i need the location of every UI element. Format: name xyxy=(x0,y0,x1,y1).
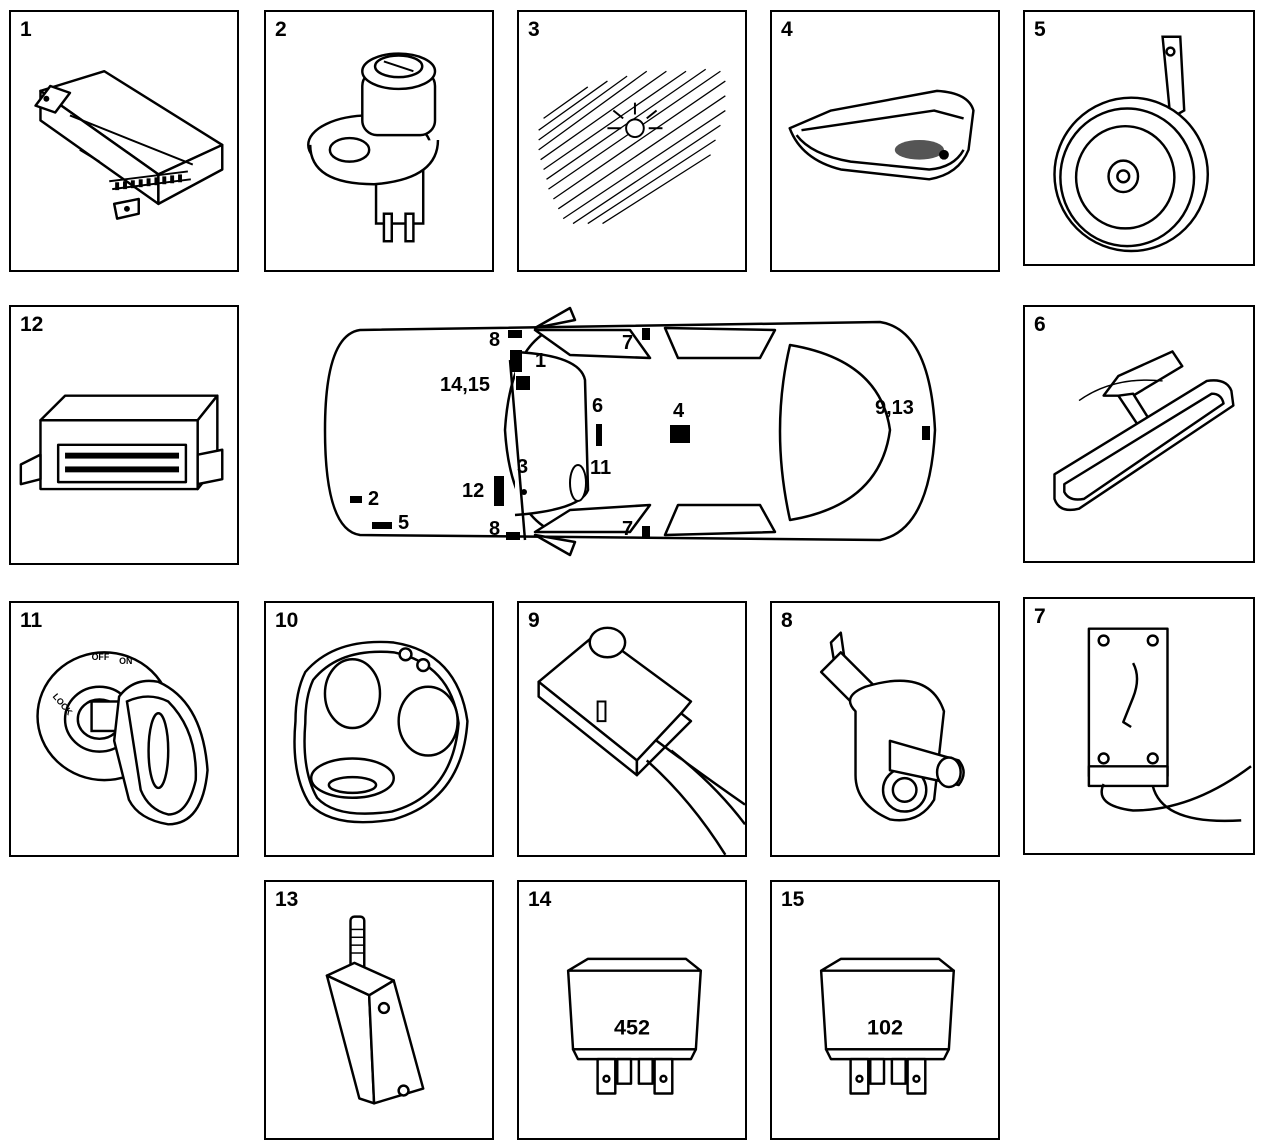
car-location-label: 4 xyxy=(673,400,685,422)
panel-number: 14 xyxy=(528,888,552,911)
panel-10-remote-handset: 10 xyxy=(264,601,494,857)
panel-2-switch: 2 xyxy=(264,10,494,272)
car-location-label: 8 xyxy=(489,518,501,540)
panel-number: 9 xyxy=(528,609,540,632)
car-location-label: 2 xyxy=(368,488,380,510)
car-location-label: 5 xyxy=(398,512,410,534)
lamp-drawing xyxy=(538,68,726,225)
car-location-label: 7 xyxy=(622,332,634,354)
panel-number: 7 xyxy=(1034,605,1046,628)
car-location-label: 9,13 xyxy=(875,397,914,419)
panel-12-control-unit: 12 xyxy=(9,305,239,565)
car-location-diagram xyxy=(323,306,937,557)
relay-452-drawing: 452 xyxy=(566,957,703,1095)
remote-handset-drawing xyxy=(293,640,469,824)
relay-102-drawing: 102 xyxy=(819,957,956,1095)
panel-3-lamp: 3 xyxy=(517,10,747,272)
car-location-label: 1 xyxy=(535,350,547,372)
panel-13-boot-switch: 13 xyxy=(264,880,494,1140)
panel-number: 1 xyxy=(20,18,32,41)
switch-9-drawing xyxy=(537,626,745,855)
panel-number: 5 xyxy=(1034,18,1046,41)
panel-15-relay: 15 102 xyxy=(770,880,1000,1140)
car-location-label: 11 xyxy=(590,457,612,479)
panel-4-interior-lamp: 4 xyxy=(770,10,1000,272)
panel-number: 15 xyxy=(781,888,805,911)
panel-14-relay: 14 452 xyxy=(517,880,747,1140)
car-location-label: 6 xyxy=(592,395,604,417)
panel-9-switch: 9 xyxy=(517,601,747,857)
car-location-label: 7 xyxy=(622,518,634,540)
panel-number: 11 xyxy=(20,609,43,632)
ignition-on-text: ON xyxy=(119,656,132,666)
panel-8-door-switch: 8 xyxy=(770,601,1000,857)
control-module-drawing xyxy=(34,70,224,220)
horn-drawing xyxy=(1053,35,1210,253)
door-lock-drawing xyxy=(1087,627,1252,823)
door-switch-drawing xyxy=(819,631,965,822)
switch-drawing xyxy=(307,52,440,243)
ignition-off-text: OFF xyxy=(92,652,110,662)
panel-number: 8 xyxy=(781,609,793,632)
panel-number: 6 xyxy=(1034,313,1046,336)
rear-view-mirror-drawing xyxy=(1053,350,1235,512)
panel-11-ignition-switch: 11 LOCK OFF ON xyxy=(9,601,239,857)
ignition-switch-drawing: LOCK OFF ON xyxy=(36,651,209,826)
panel-number: 12 xyxy=(20,313,44,336)
panel-number: 2 xyxy=(275,18,287,41)
panel-5-horn: 5 xyxy=(1023,10,1255,266)
car-location-label: 3 xyxy=(517,456,529,478)
car-location-label: 14,15 xyxy=(440,374,491,396)
relay-code-text: 452 xyxy=(614,1015,650,1040)
panel-7-door-lock: 7 xyxy=(1023,597,1255,855)
panel-1-control-module: 1 xyxy=(9,10,239,272)
panel-6-rear-view-mirror: 6 xyxy=(1023,305,1255,563)
panel-number: 10 xyxy=(275,609,299,632)
panel-number: 4 xyxy=(781,18,793,41)
panel-number: 13 xyxy=(275,888,299,911)
control-unit-drawing xyxy=(19,394,224,491)
car-location-label: 8 xyxy=(489,329,501,351)
relay-code-text: 102 xyxy=(867,1015,903,1040)
interior-lamp-drawing xyxy=(788,89,975,181)
panel-number: 3 xyxy=(528,18,540,41)
car-location-label: 12 xyxy=(462,480,485,502)
boot-switch-drawing xyxy=(325,915,425,1105)
